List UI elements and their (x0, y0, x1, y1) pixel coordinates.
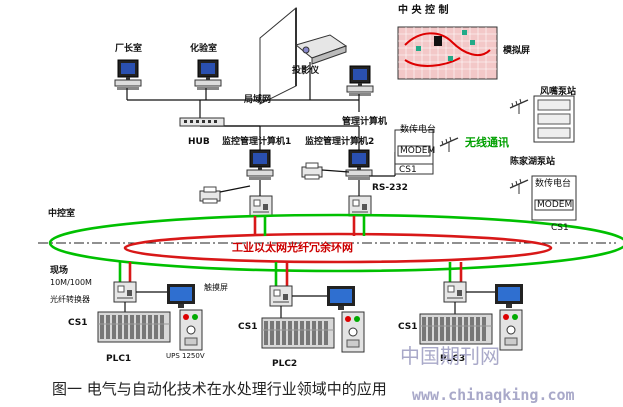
mgmt-computer-label: 管理计算机 (342, 117, 388, 127)
management-computer-icon (346, 65, 374, 97)
cs1-b-label: CS1 (551, 223, 569, 233)
ups-label: UPS 1250V (166, 352, 205, 360)
lan-lines (126, 62, 360, 150)
monitor-computer-1-icon (246, 149, 274, 181)
ring-connections (118, 216, 463, 286)
mimic-screen-label: 模拟屏 (503, 46, 531, 56)
fiber-converter-label: 光纤转换器 (50, 295, 90, 304)
lan-label: 局域网 (244, 95, 272, 105)
lab-computer-icon (194, 59, 222, 91)
director-room-label: 厂长室 (115, 44, 143, 54)
projector-icon (294, 34, 348, 65)
converter-2-icon (348, 195, 372, 217)
ring-network-label: 工业以太网光纤冗余环网 (232, 241, 353, 254)
antenna-station-b-icon (509, 178, 529, 195)
station-b-label: 陈家湖泵站 (510, 157, 556, 167)
touch-screen-label: 触摸屏 (204, 283, 228, 292)
printer-2-icon (301, 162, 323, 180)
plc1-rack-icon (97, 311, 171, 343)
control-panel-1-icon (179, 309, 203, 351)
modem-b-label: MODEM (537, 200, 573, 210)
monitor-computer-1-label: 监控管理计算机1 (222, 137, 292, 147)
station-a-cabinet (533, 95, 575, 143)
director-room-computer-icon (114, 59, 142, 91)
plc2-rack-icon (261, 317, 335, 349)
printer-1-icon (199, 186, 221, 204)
wireless-label: 无线通讯 (465, 136, 509, 149)
cs1-plc3-label: CS1 (398, 322, 418, 332)
plc2-label: PLC2 (272, 359, 298, 369)
lab-label: 化验室 (190, 44, 218, 54)
speed-label: 10M/100M (50, 278, 92, 287)
hub-icon (179, 117, 225, 127)
projector-screen (259, 6, 297, 105)
station-a-label: 风嘴泵站 (540, 87, 577, 97)
converter-1-icon (249, 195, 273, 217)
plc1-label: PLC1 (106, 354, 132, 364)
figure-caption: 图一 电气与自动化技术在水处理行业领域中的应用 (52, 380, 387, 398)
modem-main-label: MODEM (400, 146, 436, 156)
field-converter-3-icon (443, 281, 467, 303)
watermark-url: www.chinaqking.com (412, 386, 575, 404)
control-panel-2-icon (341, 311, 365, 353)
control-panel-3-icon (499, 309, 523, 351)
central-control-label: 中 央 控 制 (398, 5, 449, 16)
red-ring (123, 232, 553, 264)
touch-screen-1-icon (167, 284, 195, 308)
radio-station-main-label: 数传电台 (400, 125, 437, 135)
cs1-plc1-label: CS1 (68, 318, 88, 328)
antenna-main-icon (439, 136, 459, 153)
hub-label: HUB (188, 137, 210, 147)
field-converter-1-icon (113, 281, 137, 303)
touch-screen-3-icon (495, 284, 523, 308)
touch-screen-2-icon (327, 286, 355, 310)
radio-station-b-label: 数传电台 (535, 179, 572, 189)
watermark-cn: 中国期刊网 (400, 344, 500, 368)
radio-modem-main (394, 129, 434, 175)
projector-label: 投影仪 (292, 66, 320, 76)
mimic-screen (397, 26, 498, 80)
green-ring (48, 213, 623, 273)
field-label: 现场 (50, 266, 69, 276)
monitor-computer-2-label: 监控管理计算机2 (305, 137, 375, 147)
control-room-label: 中控室 (48, 209, 76, 219)
cs1-main-label: CS1 (399, 165, 417, 175)
field-links (124, 291, 495, 318)
field-converter-2-icon (269, 285, 293, 307)
rs232-label: RS-232 (372, 183, 408, 193)
cs1-plc2-label: CS1 (238, 322, 258, 332)
plc3-label: PLC3 (440, 354, 466, 364)
station-b-cabinet (531, 175, 577, 221)
monitor-computer-2-icon (345, 149, 373, 181)
